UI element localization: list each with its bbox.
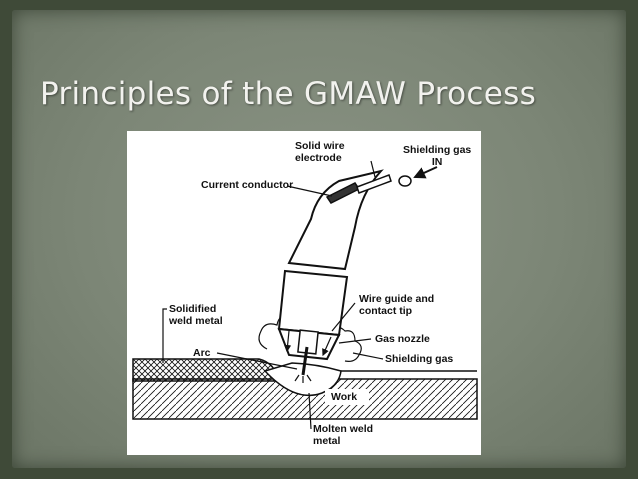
label-work: Work (331, 391, 358, 403)
label-solidified-weld-metal: Solidified weld metal (169, 303, 223, 327)
gas-inlet-end (398, 175, 412, 187)
wire (301, 346, 309, 376)
label-shielding-gas: Shielding gas (385, 353, 454, 365)
work-label-bg (325, 389, 369, 405)
label-shielding-gas-in: Shielding gas IN (403, 144, 472, 168)
arc-sparks (294, 374, 312, 383)
label-molten-weld-metal: Molten weld metal (313, 423, 374, 447)
gmaw-diagram-drawing (132, 160, 478, 430)
label-gas-nozzle: Gas nozzle (375, 333, 430, 345)
gmaw-diagram: Solid wire electrode Shielding gas IN Cu… (127, 131, 481, 455)
solidified-weld (132, 358, 280, 382)
slide-title: Principles of the GMAW Process (40, 76, 537, 112)
label-solid-wire-electrode: Solid wire electrode (295, 140, 345, 164)
label-arc: Arc (193, 347, 211, 359)
electrode-end (356, 174, 392, 194)
cable-hose (287, 169, 384, 271)
label-wire-guide-contact-tip: Wire guide and contact tip (359, 293, 435, 317)
label-current-conductor: Current conductor (201, 179, 294, 191)
